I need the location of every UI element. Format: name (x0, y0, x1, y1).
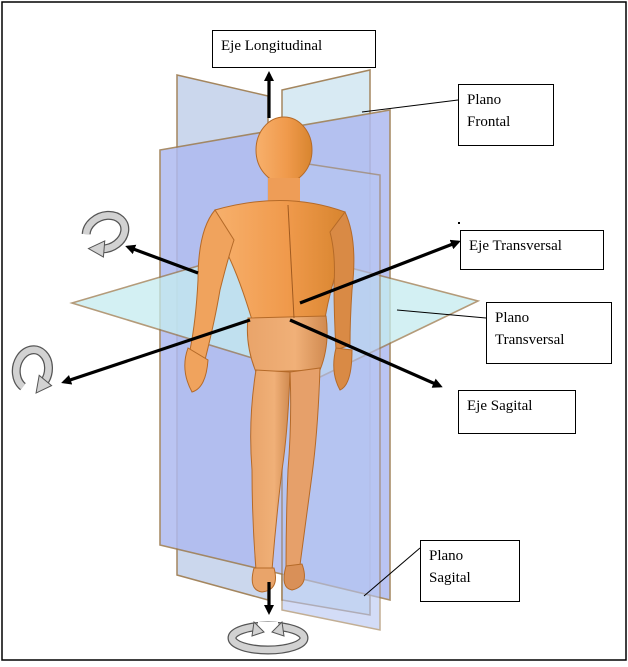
label-eje-transversal-text: Eje Transversal (469, 235, 595, 257)
label-plano-frontal: Plano Frontal (458, 84, 554, 146)
label-plano-sagital-line2: Sagital (429, 567, 511, 589)
label-plano-frontal-line2: Frontal (467, 111, 545, 133)
label-plano-transversal-line1: Plano (495, 307, 603, 329)
label-plano-sagital: Plano Sagital (420, 540, 520, 602)
label-eje-longitudinal-text: Eje Longitudinal (221, 35, 367, 57)
rotation-arrow-icon (78, 209, 132, 261)
label-plano-transversal-line2: Transversal (495, 329, 603, 351)
label-eje-transversal: Eje Transversal (460, 230, 604, 270)
rotation-arrow-icon (232, 622, 304, 650)
label-plano-sagital-line1: Plano (429, 545, 511, 567)
label-eje-sagital: Eje Sagital (458, 390, 576, 434)
label-eje-sagital-text: Eje Sagital (467, 395, 567, 417)
label-eje-longitudinal: Eje Longitudinal (212, 30, 376, 68)
stray-dot (458, 222, 460, 224)
label-plano-transversal: Plano Transversal (486, 302, 612, 364)
label-plano-frontal-line1: Plano (467, 89, 545, 111)
rotation-arrow-icon (13, 347, 57, 395)
